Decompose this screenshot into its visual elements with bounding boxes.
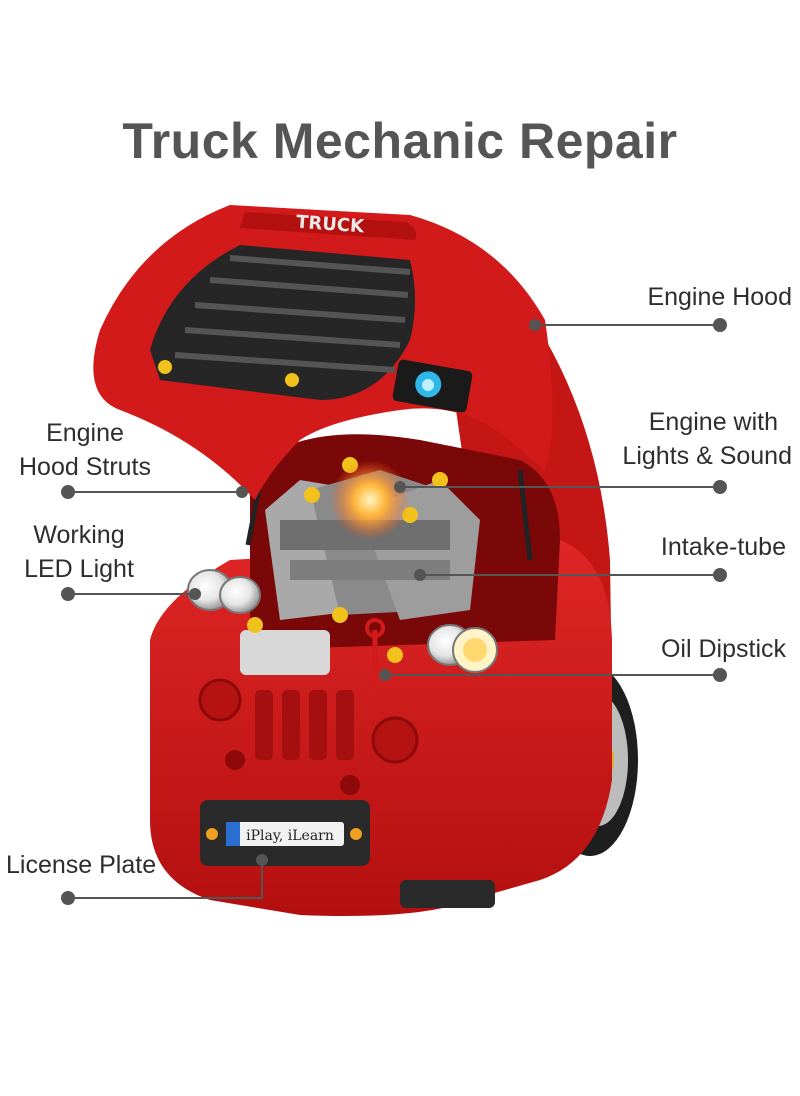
label-engine-hood: Engine Hood bbox=[560, 280, 792, 314]
plate-text: iPlay, iLearn bbox=[246, 828, 334, 844]
license-plate: iPlay, iLearn bbox=[200, 800, 370, 866]
label-hood-struts: Engine Hood Struts bbox=[0, 416, 200, 484]
label-license-plate-text: License Plate bbox=[6, 851, 157, 879]
label-license-plate: License Plate bbox=[6, 848, 246, 882]
engine-block bbox=[240, 457, 480, 675]
label-engine-with-lights-line1: Engine with bbox=[648, 408, 778, 436]
label-engine-with-lights: Engine with Lights & Sound bbox=[560, 405, 792, 473]
label-engine-with-lights-line2: Lights & Sound bbox=[622, 442, 792, 470]
bumper-grille bbox=[198, 678, 419, 795]
label-hood-struts-line1: Engine bbox=[46, 419, 124, 447]
oil-dipstick bbox=[365, 618, 385, 690]
label-led-light-line1: Working bbox=[33, 521, 125, 549]
label-led-light-line2: LED Light bbox=[24, 555, 134, 583]
label-intake-tube-text: Intake-tube bbox=[660, 533, 786, 561]
hood-grille bbox=[150, 245, 415, 400]
hood-text: TRUCK bbox=[295, 212, 365, 238]
leader-lines bbox=[61, 318, 727, 905]
page-title: Truck Mechanic Repair bbox=[122, 113, 678, 169]
label-intake-tube: Intake-tube bbox=[560, 530, 786, 564]
display-panel-icon bbox=[392, 359, 473, 413]
engine-hood: TRUCK bbox=[93, 205, 553, 500]
label-oil-dipstick-text: Oil Dipstick bbox=[660, 635, 786, 663]
label-oil-dipstick: Oil Dipstick bbox=[560, 632, 786, 666]
label-engine-hood-text: Engine Hood bbox=[647, 283, 792, 311]
label-led-light: Working LED Light bbox=[0, 518, 180, 586]
led-lights bbox=[187, 569, 498, 673]
label-hood-struts-line2: Hood Struts bbox=[18, 453, 151, 481]
bottom-vent bbox=[400, 880, 495, 908]
